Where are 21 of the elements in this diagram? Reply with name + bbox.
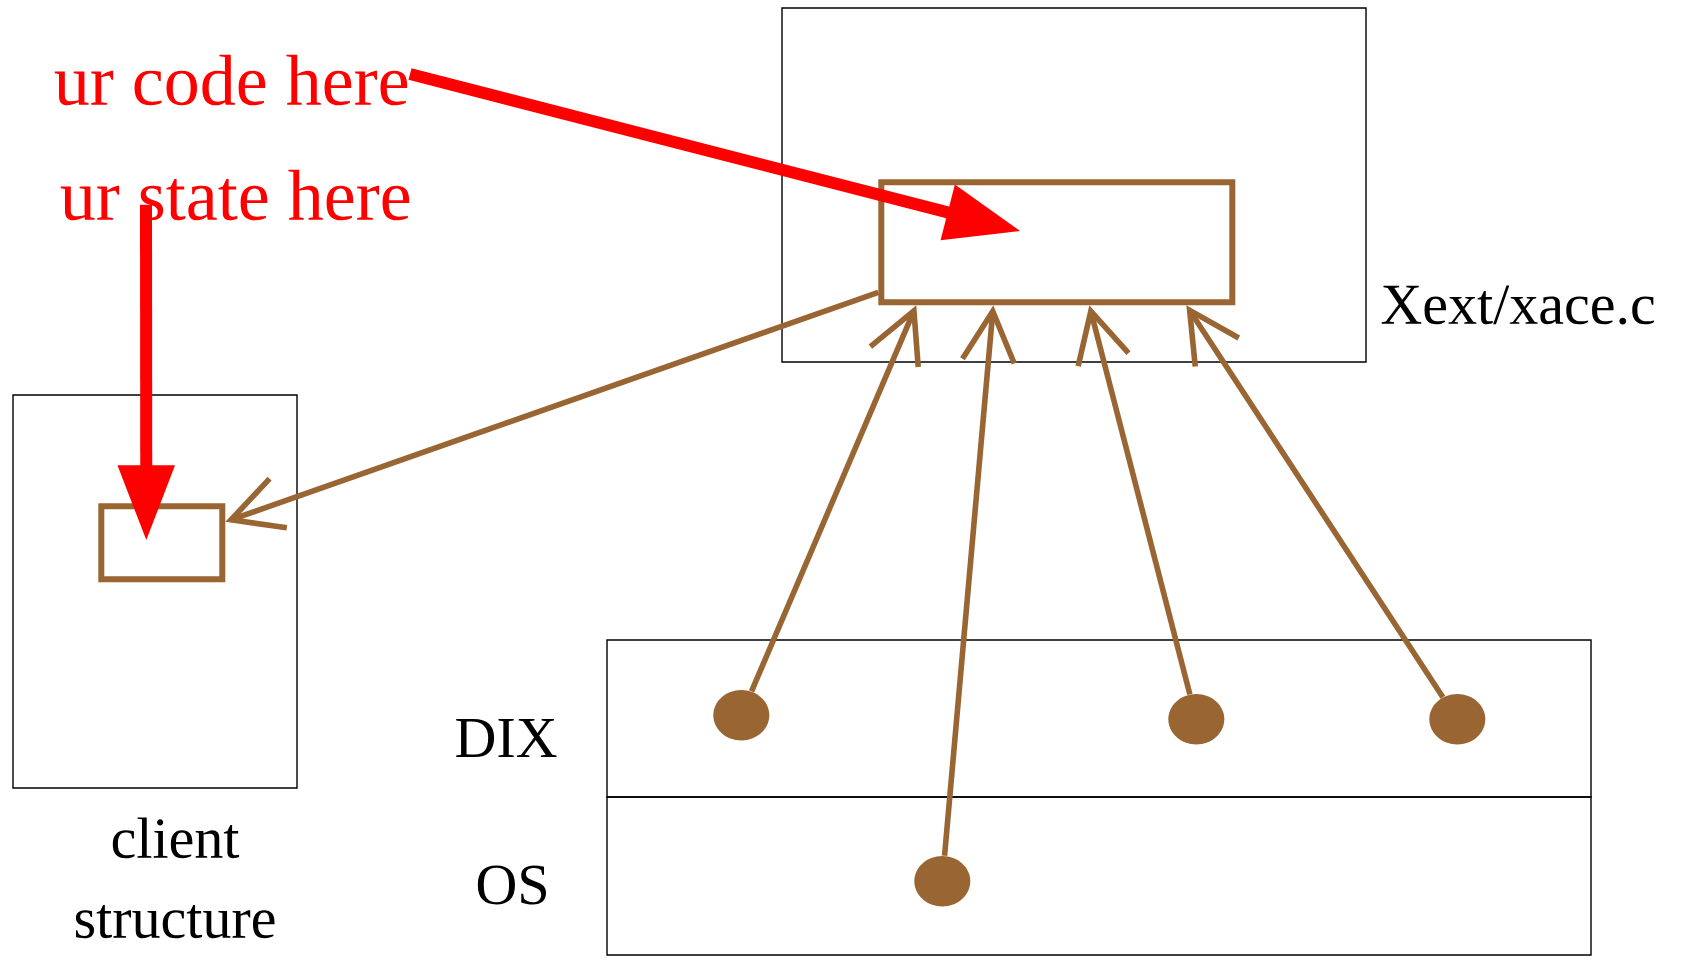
layer-label: DIX xyxy=(456,718,557,758)
arrow xyxy=(1075,305,1193,696)
dot xyxy=(713,690,770,741)
outline-box xyxy=(12,394,298,789)
file-label: Xext/xace.c xyxy=(1381,285,1654,325)
arrow xyxy=(748,305,921,693)
dot xyxy=(1168,694,1225,745)
outline-box xyxy=(606,639,1592,798)
layer-label: OS xyxy=(477,865,546,905)
outline-box xyxy=(781,7,1367,363)
arrow xyxy=(1186,305,1446,699)
arrow xyxy=(941,305,1017,857)
dot xyxy=(1429,694,1486,745)
dot xyxy=(914,856,971,907)
structure-box xyxy=(878,179,1236,306)
annotation-text: ur state here xyxy=(60,169,410,221)
structure-box xyxy=(98,503,226,583)
outline-box xyxy=(606,796,1592,956)
box-caption: client structure xyxy=(75,817,275,939)
annotation-text: ur code here xyxy=(54,54,408,106)
arrow xyxy=(225,289,880,531)
